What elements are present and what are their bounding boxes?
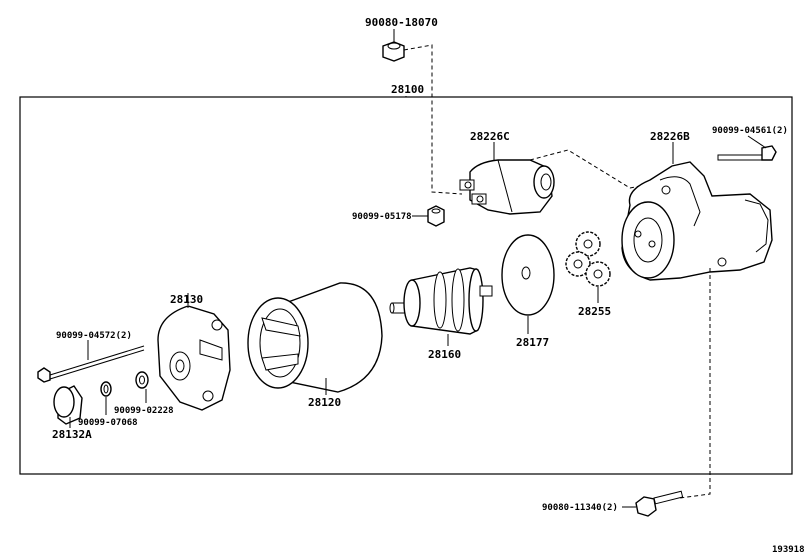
nut-90099-05178[interactable]: [427, 205, 445, 227]
solenoid-28226C[interactable]: [459, 159, 555, 215]
dash-housing-to-bolt: [679, 268, 711, 499]
leader-90099-04561: [747, 135, 767, 149]
armature-28160[interactable]: [389, 267, 493, 335]
label-28226C[interactable]: 28226C: [470, 130, 510, 143]
end-frame-28130[interactable]: [157, 305, 231, 411]
label-90099-07068[interactable]: 90099-07068: [78, 418, 138, 428]
gears-28255[interactable]: [565, 231, 611, 287]
nut-90080-18070[interactable]: [382, 41, 405, 62]
label-90099-02228[interactable]: 90099-02228: [114, 406, 174, 416]
label-28120[interactable]: 28120: [308, 396, 341, 409]
bolt-shaft-bottom: [49, 349, 145, 380]
housing-28226B[interactable]: [621, 161, 773, 281]
label-28100[interactable]: 28100: [391, 83, 424, 96]
label-28255[interactable]: 28255: [578, 305, 611, 318]
bolt-90080-11340[interactable]: [635, 490, 684, 517]
label-28226B[interactable]: 28226B: [650, 130, 690, 143]
plate-28177[interactable]: [501, 234, 555, 316]
bolt-90099-04561[interactable]: [717, 145, 777, 161]
dash-nut-to-solenoid: [403, 44, 463, 195]
label-28132A[interactable]: 28132A: [52, 428, 92, 441]
label-90080-18070[interactable]: 90080-18070: [365, 16, 438, 29]
bolt-shaft-top: [49, 345, 145, 376]
cap-28132A[interactable]: [53, 385, 83, 425]
label-28130[interactable]: 28130: [170, 293, 203, 306]
label-90080-11340[interactable]: 90080-11340(2): [542, 503, 618, 513]
label-28160[interactable]: 28160: [428, 348, 461, 361]
label-90099-05178[interactable]: 90099-05178: [352, 212, 412, 222]
ring-90099-07068[interactable]: [100, 381, 112, 397]
washer-90099-02228[interactable]: [135, 371, 149, 389]
yoke-28120[interactable]: [247, 282, 383, 393]
label-90099-04572[interactable]: 90099-04572(2): [56, 331, 132, 341]
label-28177[interactable]: 28177: [516, 336, 549, 349]
bolt-90099-04572[interactable]: [37, 345, 145, 383]
diagram-id: 193918: [772, 545, 805, 555]
label-90099-04561[interactable]: 90099-04561(2): [712, 126, 788, 136]
solenoid-body-line: [497, 159, 513, 213]
